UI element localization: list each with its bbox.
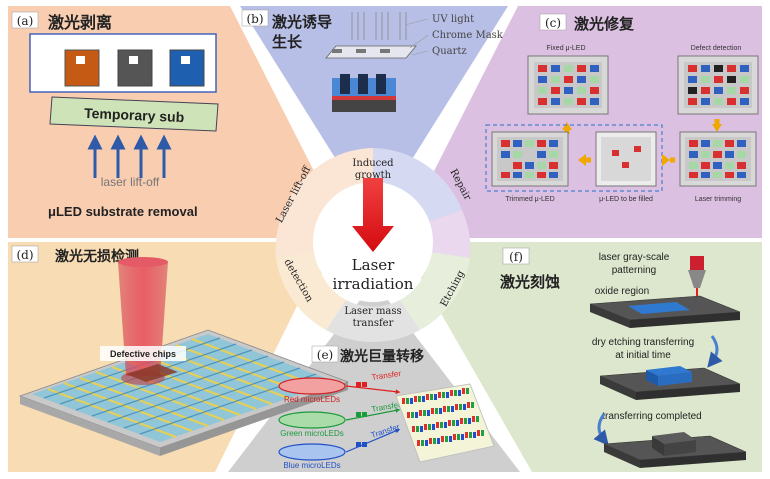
panel-f-tag: (f) (509, 250, 523, 264)
blue-microleds-label: Blue microLEDs (283, 461, 340, 470)
defect-detection-label: Defect detection (691, 45, 742, 52)
panel-c-tag: (c) (545, 16, 561, 30)
chrome-mask-label: Chrome Mask (432, 30, 504, 41)
ring-label-induced-1: Induced (352, 158, 394, 169)
ring-label-mass-1: Laser mass (344, 306, 401, 317)
quartz-label: Quartz (432, 46, 467, 57)
led-grid-defect (688, 65, 749, 105)
oxide-region-label: oxide region (595, 286, 649, 297)
center-label-line2: irradiation (333, 275, 414, 293)
laser-arrows (87, 134, 172, 178)
panel-a: (a) 激光剥离 Temporary sub laser lift-off μL… (11, 11, 219, 219)
green-microleds-label: Green microLEDs (280, 429, 344, 438)
panel-c-title: 激光修复 (574, 15, 635, 33)
panel-c-background (400, 6, 762, 238)
panel-f: (f) 激光刻蚀 laser gray-scale patterning oxi… (500, 247, 747, 468)
panel-e-tag: (e) (317, 348, 333, 362)
ring-label-induced-2: growth (355, 170, 392, 181)
panel-a-title: 激光剥离 (48, 13, 112, 32)
panel-e-title: 激光巨量转移 (340, 348, 424, 365)
led-grid-trimmed (501, 140, 558, 178)
center-ring (275, 148, 471, 343)
transfer-label-red: Transfer (371, 369, 402, 382)
center-label-line1: Laser (352, 256, 395, 274)
patterning-label: patterning (612, 265, 656, 276)
panel-b-title-1: 激光诱导 (272, 13, 332, 31)
panel-b-background (240, 6, 508, 220)
panel-b: (b) 激光诱导 生长 UV light Chrome Mask Quartz (241, 9, 504, 112)
panel-d-title: 激光无损检测 (55, 248, 139, 265)
temporary-sub-bar (49, 96, 219, 132)
transfer-complete-label: transferring completed (602, 411, 702, 422)
panel-a-caption: μLED substrate removal (48, 204, 198, 219)
panel-b-title-2: 生长 (272, 33, 303, 51)
panel-a-tag: (a) (17, 14, 34, 28)
fixed-uled-label: Fixed μ-LED (546, 45, 585, 52)
panel-d-tag: (d) (16, 248, 33, 262)
laser-gray-scale-label: laser gray-scale (599, 252, 670, 263)
temporary-sub-label: Temporary sub (84, 105, 185, 125)
laser-arrow (352, 178, 394, 252)
led-grid-fixed (538, 65, 599, 105)
dry-etching-label-1: dry etching transferring (592, 337, 694, 348)
panel-b-tag: (b) (246, 12, 263, 26)
ring-label-mass-2: transfer (353, 318, 394, 329)
uled-to-fill-label: μ-LED to be filled (599, 196, 653, 203)
dry-etching-label-2: at initial time (615, 350, 671, 361)
laser-lift-off-label: laser lift-off (101, 175, 160, 189)
panel-d: (d) 激光无损检测 Defective chips (11, 245, 350, 456)
trimmed-uled-label: Trimmed μ-LED (505, 196, 554, 203)
red-microleds-label: Red microLEDs (284, 395, 340, 404)
panel-c: (c) 激光修复 Fixed μ-LED Defect detection (485, 13, 759, 203)
laser-trimming-label: Laser trimming (695, 196, 741, 203)
defective-chips-label: Defective chips (110, 349, 176, 359)
led-grid-laser-trimming (689, 140, 746, 178)
rgb-pixel-array (402, 388, 484, 446)
panel-e: (e) 激光巨量转移 Red microLEDs Green microLEDs… (278, 345, 495, 470)
uv-light-label: UV light (432, 14, 474, 25)
panel-f-title: 激光刻蚀 (500, 273, 560, 291)
